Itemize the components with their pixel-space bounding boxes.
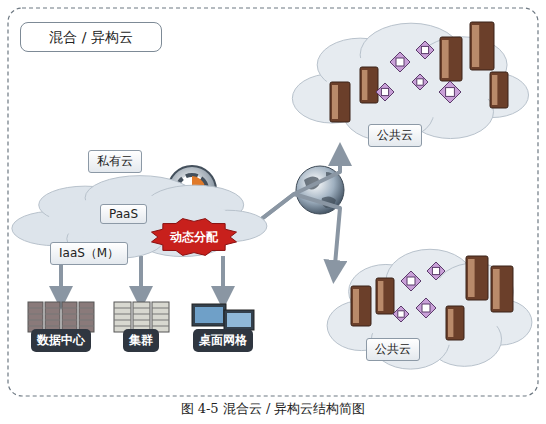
dc-node: 数据中心	[20, 300, 102, 352]
burst-label: 动态分配	[170, 229, 218, 246]
pcloud-node: 私有云 PaaS IaaS（M）	[8, 148, 272, 270]
layer-label: IaaS（M）	[50, 242, 128, 265]
frame	[8, 8, 538, 396]
resource-label: 桌面网格	[193, 329, 253, 352]
pubbot-node: 公共云	[326, 236, 534, 388]
cloud-label: 私有云	[88, 150, 142, 173]
cluster-node: 集群	[106, 300, 176, 352]
desk-node: 桌面网格	[180, 300, 266, 352]
title-box: 混合 / 异构云	[20, 22, 162, 52]
figure-caption: 图 4-5 混合云 / 异构云结构简图	[0, 400, 546, 418]
burst-node: 动态分配	[150, 218, 238, 256]
flow-arrow	[139, 256, 143, 302]
tagbox-node: IaaS（M）	[50, 242, 128, 265]
resource-label: 集群	[123, 329, 159, 352]
cloud-label: 公共云	[368, 124, 422, 147]
tagbox-node: PaaS	[100, 204, 147, 224]
pubtop-node: 公共云	[290, 12, 532, 158]
resource-label: 数据中心	[31, 329, 91, 352]
flow-arrow	[221, 256, 225, 302]
node-shape	[326, 236, 534, 388]
cloud-label: 公共云	[366, 338, 420, 361]
layer-label: PaaS	[100, 204, 147, 224]
